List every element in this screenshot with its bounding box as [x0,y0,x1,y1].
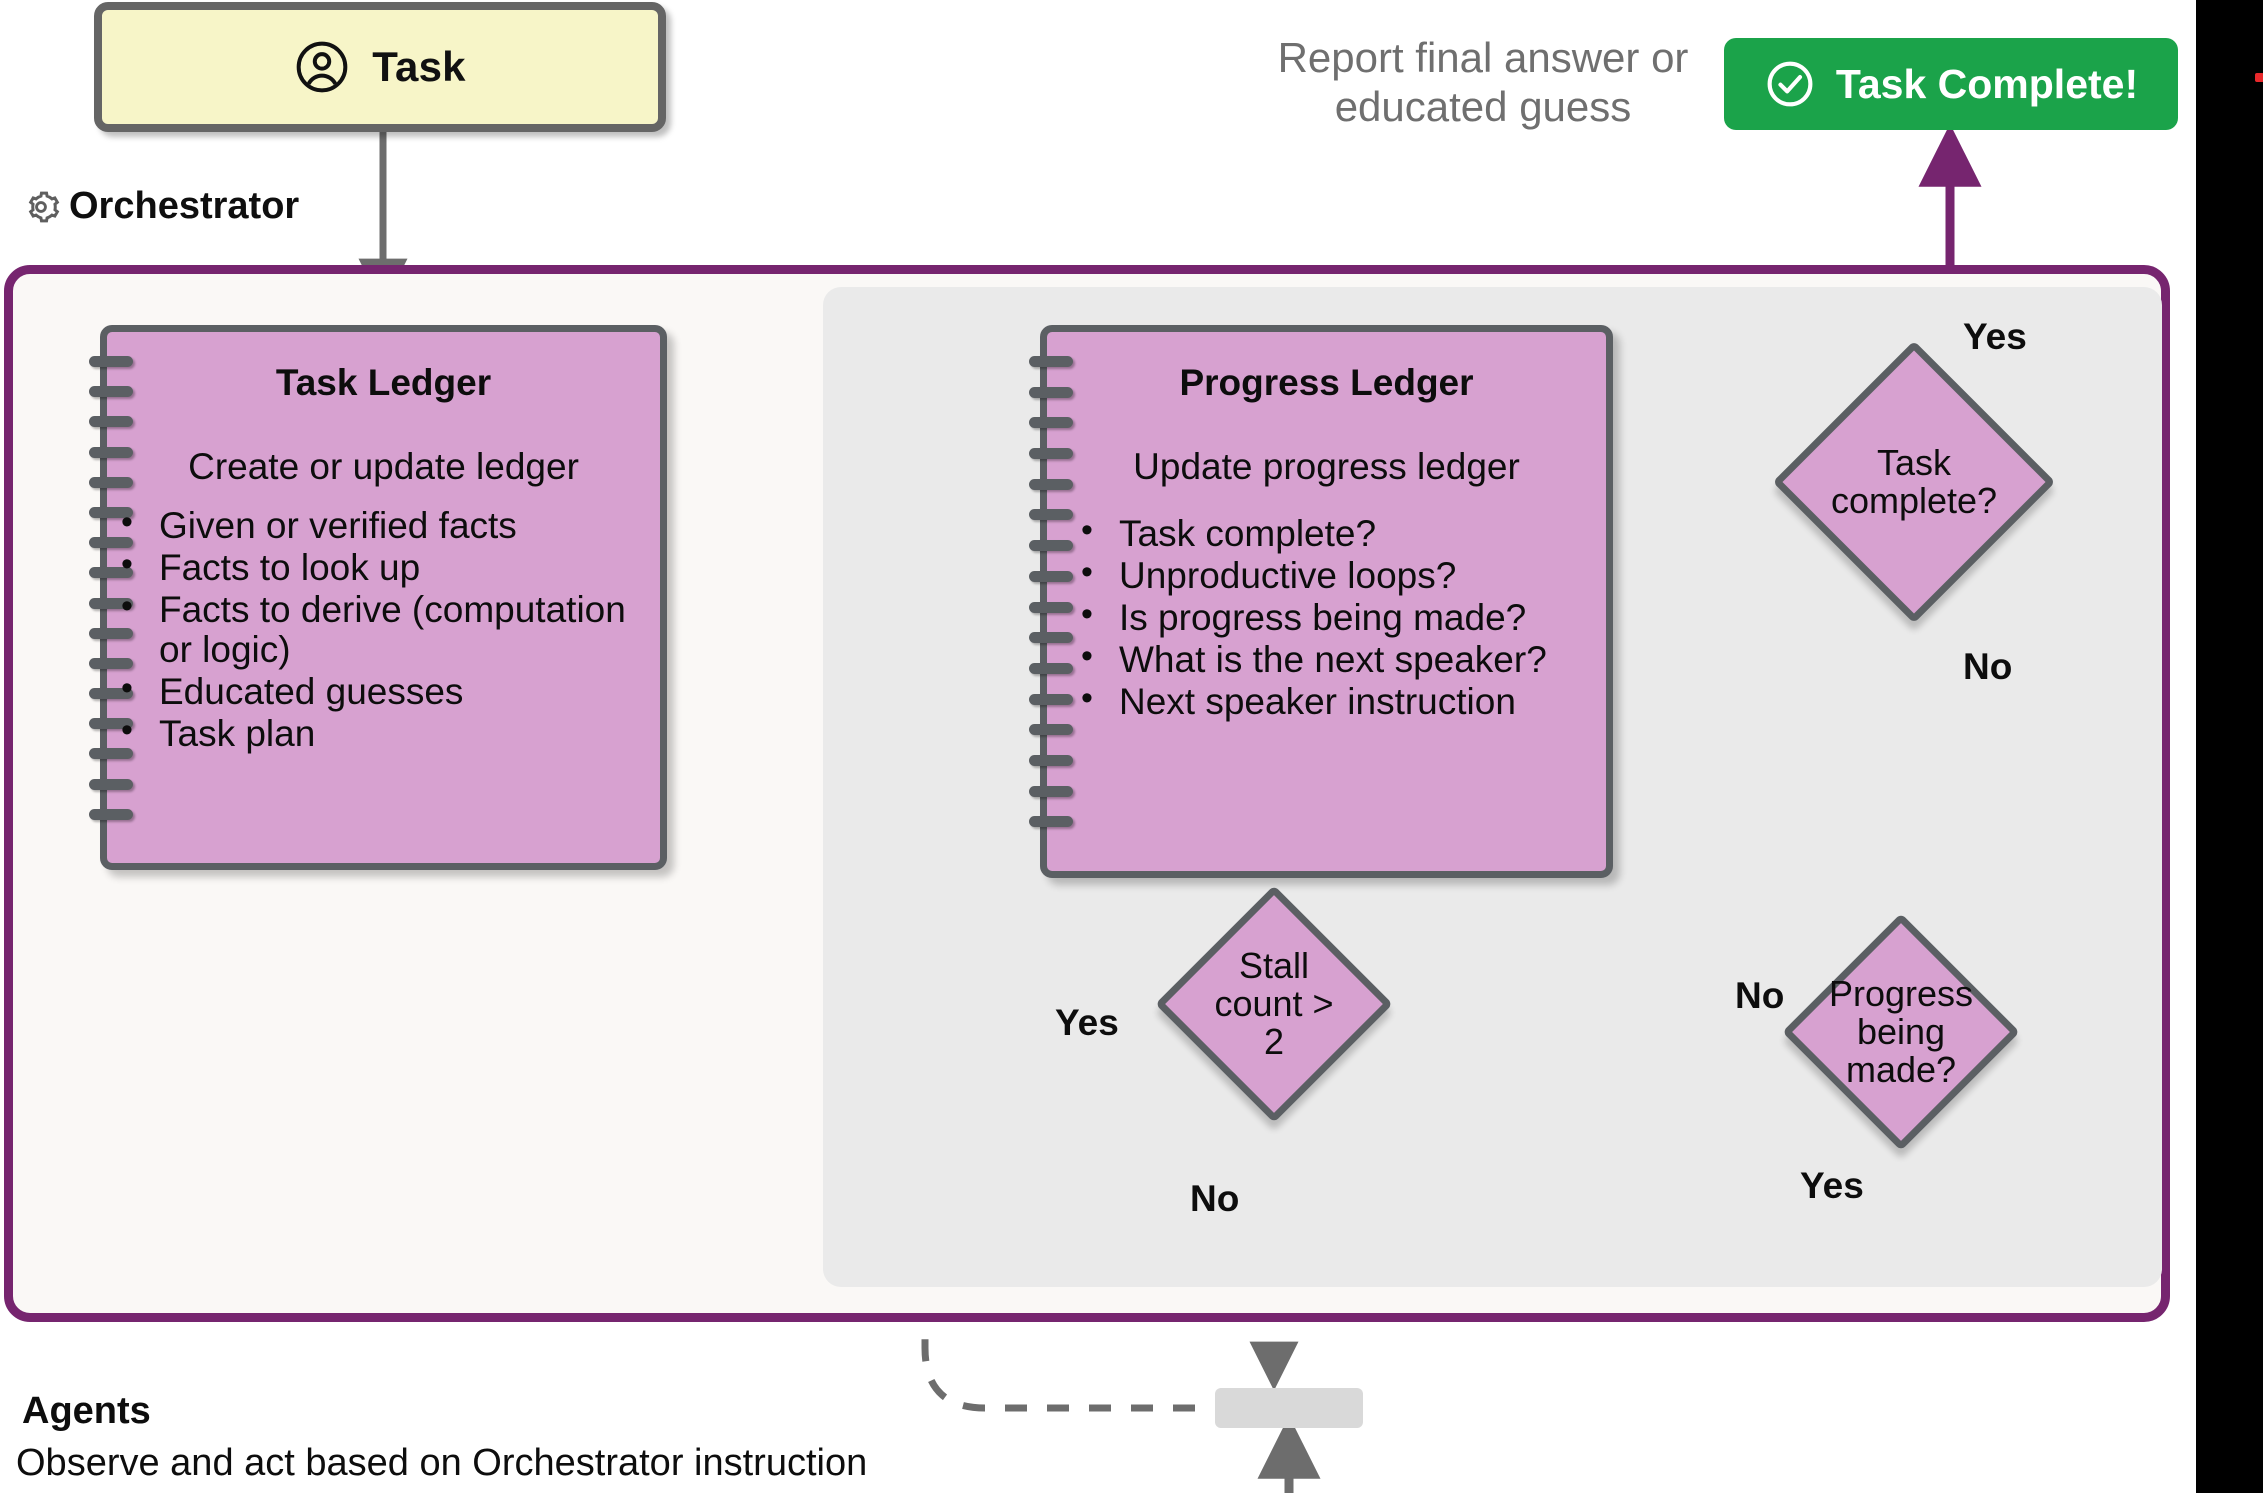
agents-title: Agents [22,1390,151,1432]
agent-node-box[interactable] [1215,1388,1363,1428]
decision-stall-count-label: Stall count > 2 [1214,944,1334,1063]
edge-label-no-task-complete: No [1963,646,2013,687]
decision-task-complete-label: Task complete? [1830,441,1998,521]
progress-ledger-subtitle: Update progress ledger [1133,446,1520,487]
task-complete-banner[interactable]: Task Complete! [1724,38,2178,130]
check-circle-icon [1764,58,1816,110]
person-circle-icon [294,39,350,95]
list-item: Unproductive loops? [1073,554,1606,596]
right-black-strip [2196,0,2263,1493]
edge-label-yes-progress-made: Yes [1800,1165,1864,1206]
list-item: Educated guesses [113,670,660,712]
task-ledger-title: Task Ledger [275,362,492,403]
list-item: What is the next speaker? [1073,638,1606,680]
task-complete-label: Task Complete! [1835,60,2139,107]
decision-task-complete[interactable]: Task complete? [1772,340,2056,624]
list-item: Task complete? [1073,512,1606,554]
decision-stall-count[interactable]: Stall count > 2 [1155,885,1393,1123]
task-card-label: Task [372,43,466,90]
agents-subtitle: Observe and act based on Orchestrator in… [16,1442,868,1484]
list-item: Next speaker instruction [1073,680,1606,722]
edge-label-no-progress-made: No [1735,975,1785,1016]
red-dot-indicator [2255,73,2263,82]
list-item: Facts to look up [113,546,660,588]
list-item: Facts to derive (computation or logic) [113,588,660,670]
list-item: Given or verified facts [113,504,660,546]
edge-label-yes-stall-count: Yes [1055,1002,1119,1043]
list-item: Is progress being made? [1073,596,1606,638]
task-ledger-subtitle: Create or update ledger [188,446,579,487]
progress-ledger-card[interactable]: Progress Ledger Update progress ledger T… [1029,325,1613,878]
task-card[interactable]: Task [94,2,666,132]
task-ledger-list: Given or verified facts Facts to look up… [113,504,660,754]
edge-label-no-stall-count: No [1190,1178,1240,1219]
progress-ledger-title: Progress Ledger [1179,362,1474,403]
edge-label-yes-task-complete: Yes [1963,316,2027,357]
spiral-rings-icon [1029,356,1073,847]
decision-progress-being-made-label: Progress being made? [1828,972,1974,1091]
spiral-rings-icon [89,356,133,839]
report-final-answer-text: Report final answer or educated guess [1277,34,1689,131]
orchestrator-caption: Orchestrator [22,185,299,228]
list-item: Task plan [113,712,660,754]
decision-progress-being-made[interactable]: Progress being made? [1782,913,2020,1151]
task-ledger-card[interactable]: Task Ledger Create or update ledger Give… [89,325,667,870]
orchestrator-label: Orchestrator [69,185,300,227]
gear-icon [22,188,60,226]
progress-ledger-list: Task complete? Unproductive loops? Is pr… [1073,512,1606,722]
